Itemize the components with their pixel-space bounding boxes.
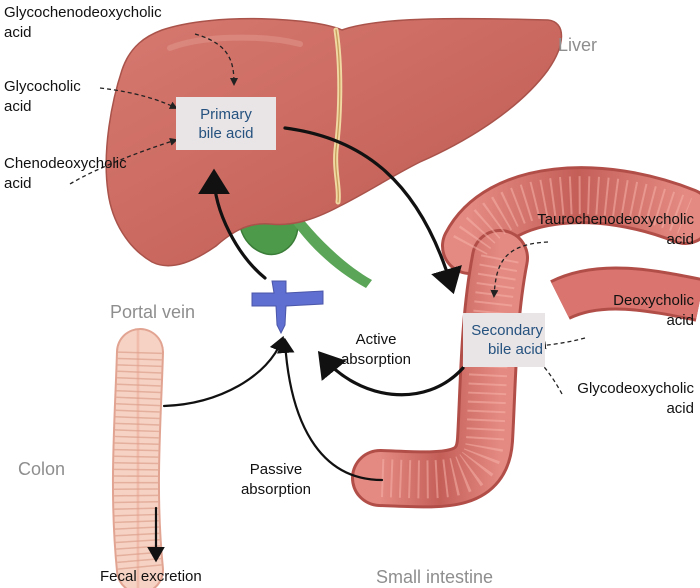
label-deoxycholic-acid: Deoxycholic acid <box>560 291 694 331</box>
label-line: absorption <box>340 351 412 368</box>
label-line: acid <box>4 98 32 115</box>
label-active-absorption: Active absorption <box>322 330 430 370</box>
organ-label-portal-vein: Portal vein <box>110 302 196 322</box>
label-line: acid <box>666 400 694 417</box>
label-line: Active <box>355 331 397 348</box>
label-line: Glycodeoxycholic <box>577 380 694 397</box>
label-fecal-excretion: Fecal excretion <box>100 568 202 585</box>
organ-label-liver: Liver <box>558 35 598 55</box>
secondary-bile-acid-box: Secondary bile acid <box>463 313 545 367</box>
label-line: acid <box>4 24 32 41</box>
label-line: Deoxycholic <box>613 292 694 309</box>
arrow-primary-to-secondary <box>283 126 462 295</box>
label-line: acid <box>666 312 694 329</box>
organ-label-small-intestine: Small intestine <box>376 567 494 587</box>
secondary-box-line2: bile acid <box>487 341 543 358</box>
primary-box-line1: Primary <box>200 105 252 123</box>
label-line: absorption <box>240 481 312 498</box>
label-line: acid <box>666 231 694 248</box>
flow-arrows <box>147 126 465 563</box>
label-taurochenodeoxycholic-acid: Taurochenodeoxycholic acid <box>478 210 694 250</box>
organ-label-colon: Colon <box>18 459 66 479</box>
primary-bile-acid-box: Primary bile acid <box>176 97 276 150</box>
arrow-passive-absorption <box>276 337 384 482</box>
label-glycocholic-acid: Glycocholic acid <box>4 77 81 117</box>
label-line: Chenodeoxycholic <box>4 155 127 172</box>
label-glycodeoxycholic-acid: Glycodeoxycholic acid <box>530 379 694 419</box>
label-line: Glycocholic <box>4 78 81 95</box>
liver <box>105 17 563 267</box>
label-glycochenodeoxycholic-acid: Glycochenodeoxycholic acid <box>4 3 162 43</box>
label-passive-absorption: Passive absorption <box>222 460 330 500</box>
arrow-active-absorption <box>317 351 465 397</box>
label-chenodeoxycholic-acid: Chenodeoxycholic acid <box>4 154 127 194</box>
primary-box-line2: bile acid <box>198 124 254 142</box>
label-line: Taurochenodeoxycholic <box>537 211 694 228</box>
label-line: Glycochenodeoxycholic <box>4 4 162 21</box>
secondary-box-line1: Secondary <box>471 322 543 339</box>
arrow-colon-to-portal <box>162 335 287 408</box>
arrow-portal-to-primary <box>198 168 267 280</box>
label-line: acid <box>4 175 32 192</box>
colon <box>111 328 164 588</box>
portal-vein-shape <box>251 280 324 335</box>
label-line: Passive <box>249 461 303 478</box>
